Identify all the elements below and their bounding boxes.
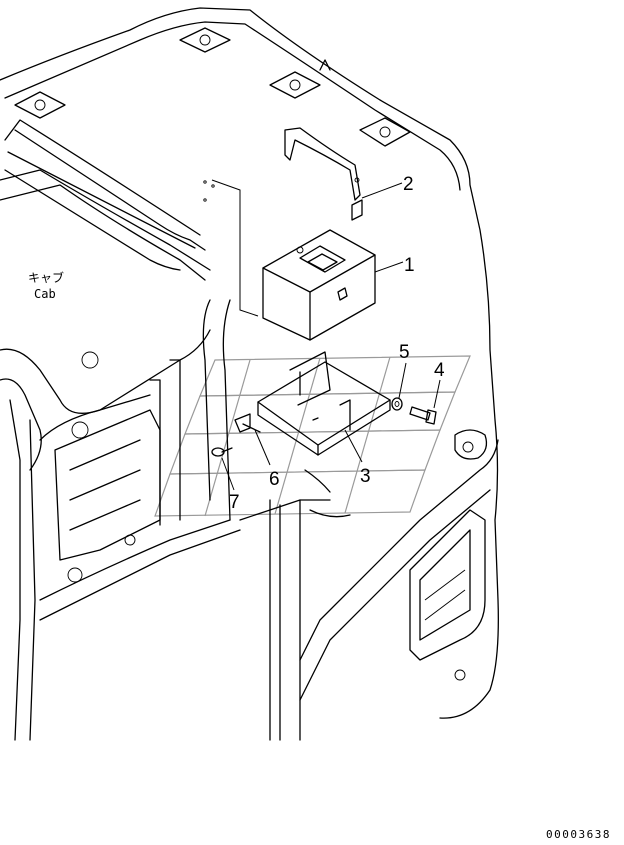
part-clip (234, 413, 261, 433)
callout-3: 3 (360, 466, 371, 487)
cab-body (0, 299, 499, 741)
callout-1: 1 (404, 255, 415, 276)
cab-label-english: Cab (34, 287, 56, 301)
cab-roof (0, 7, 499, 719)
part-washer (391, 397, 403, 411)
part-bracket (257, 351, 391, 456)
leader-lines (203, 179, 441, 491)
callout-6: 6 (269, 469, 280, 490)
part-bolt (409, 406, 437, 425)
cab-label-japanese: キャブ (28, 270, 64, 285)
callout-5: 5 (399, 342, 410, 363)
part-box (262, 229, 376, 341)
callout-2: 2 (403, 174, 414, 195)
watermark-logo (154, 355, 471, 517)
figure-number: 00003638 (546, 828, 611, 841)
part-strap (284, 127, 363, 221)
callout-4: 4 (434, 360, 445, 381)
part-screw (211, 447, 233, 457)
callout-7: 7 (229, 492, 240, 513)
